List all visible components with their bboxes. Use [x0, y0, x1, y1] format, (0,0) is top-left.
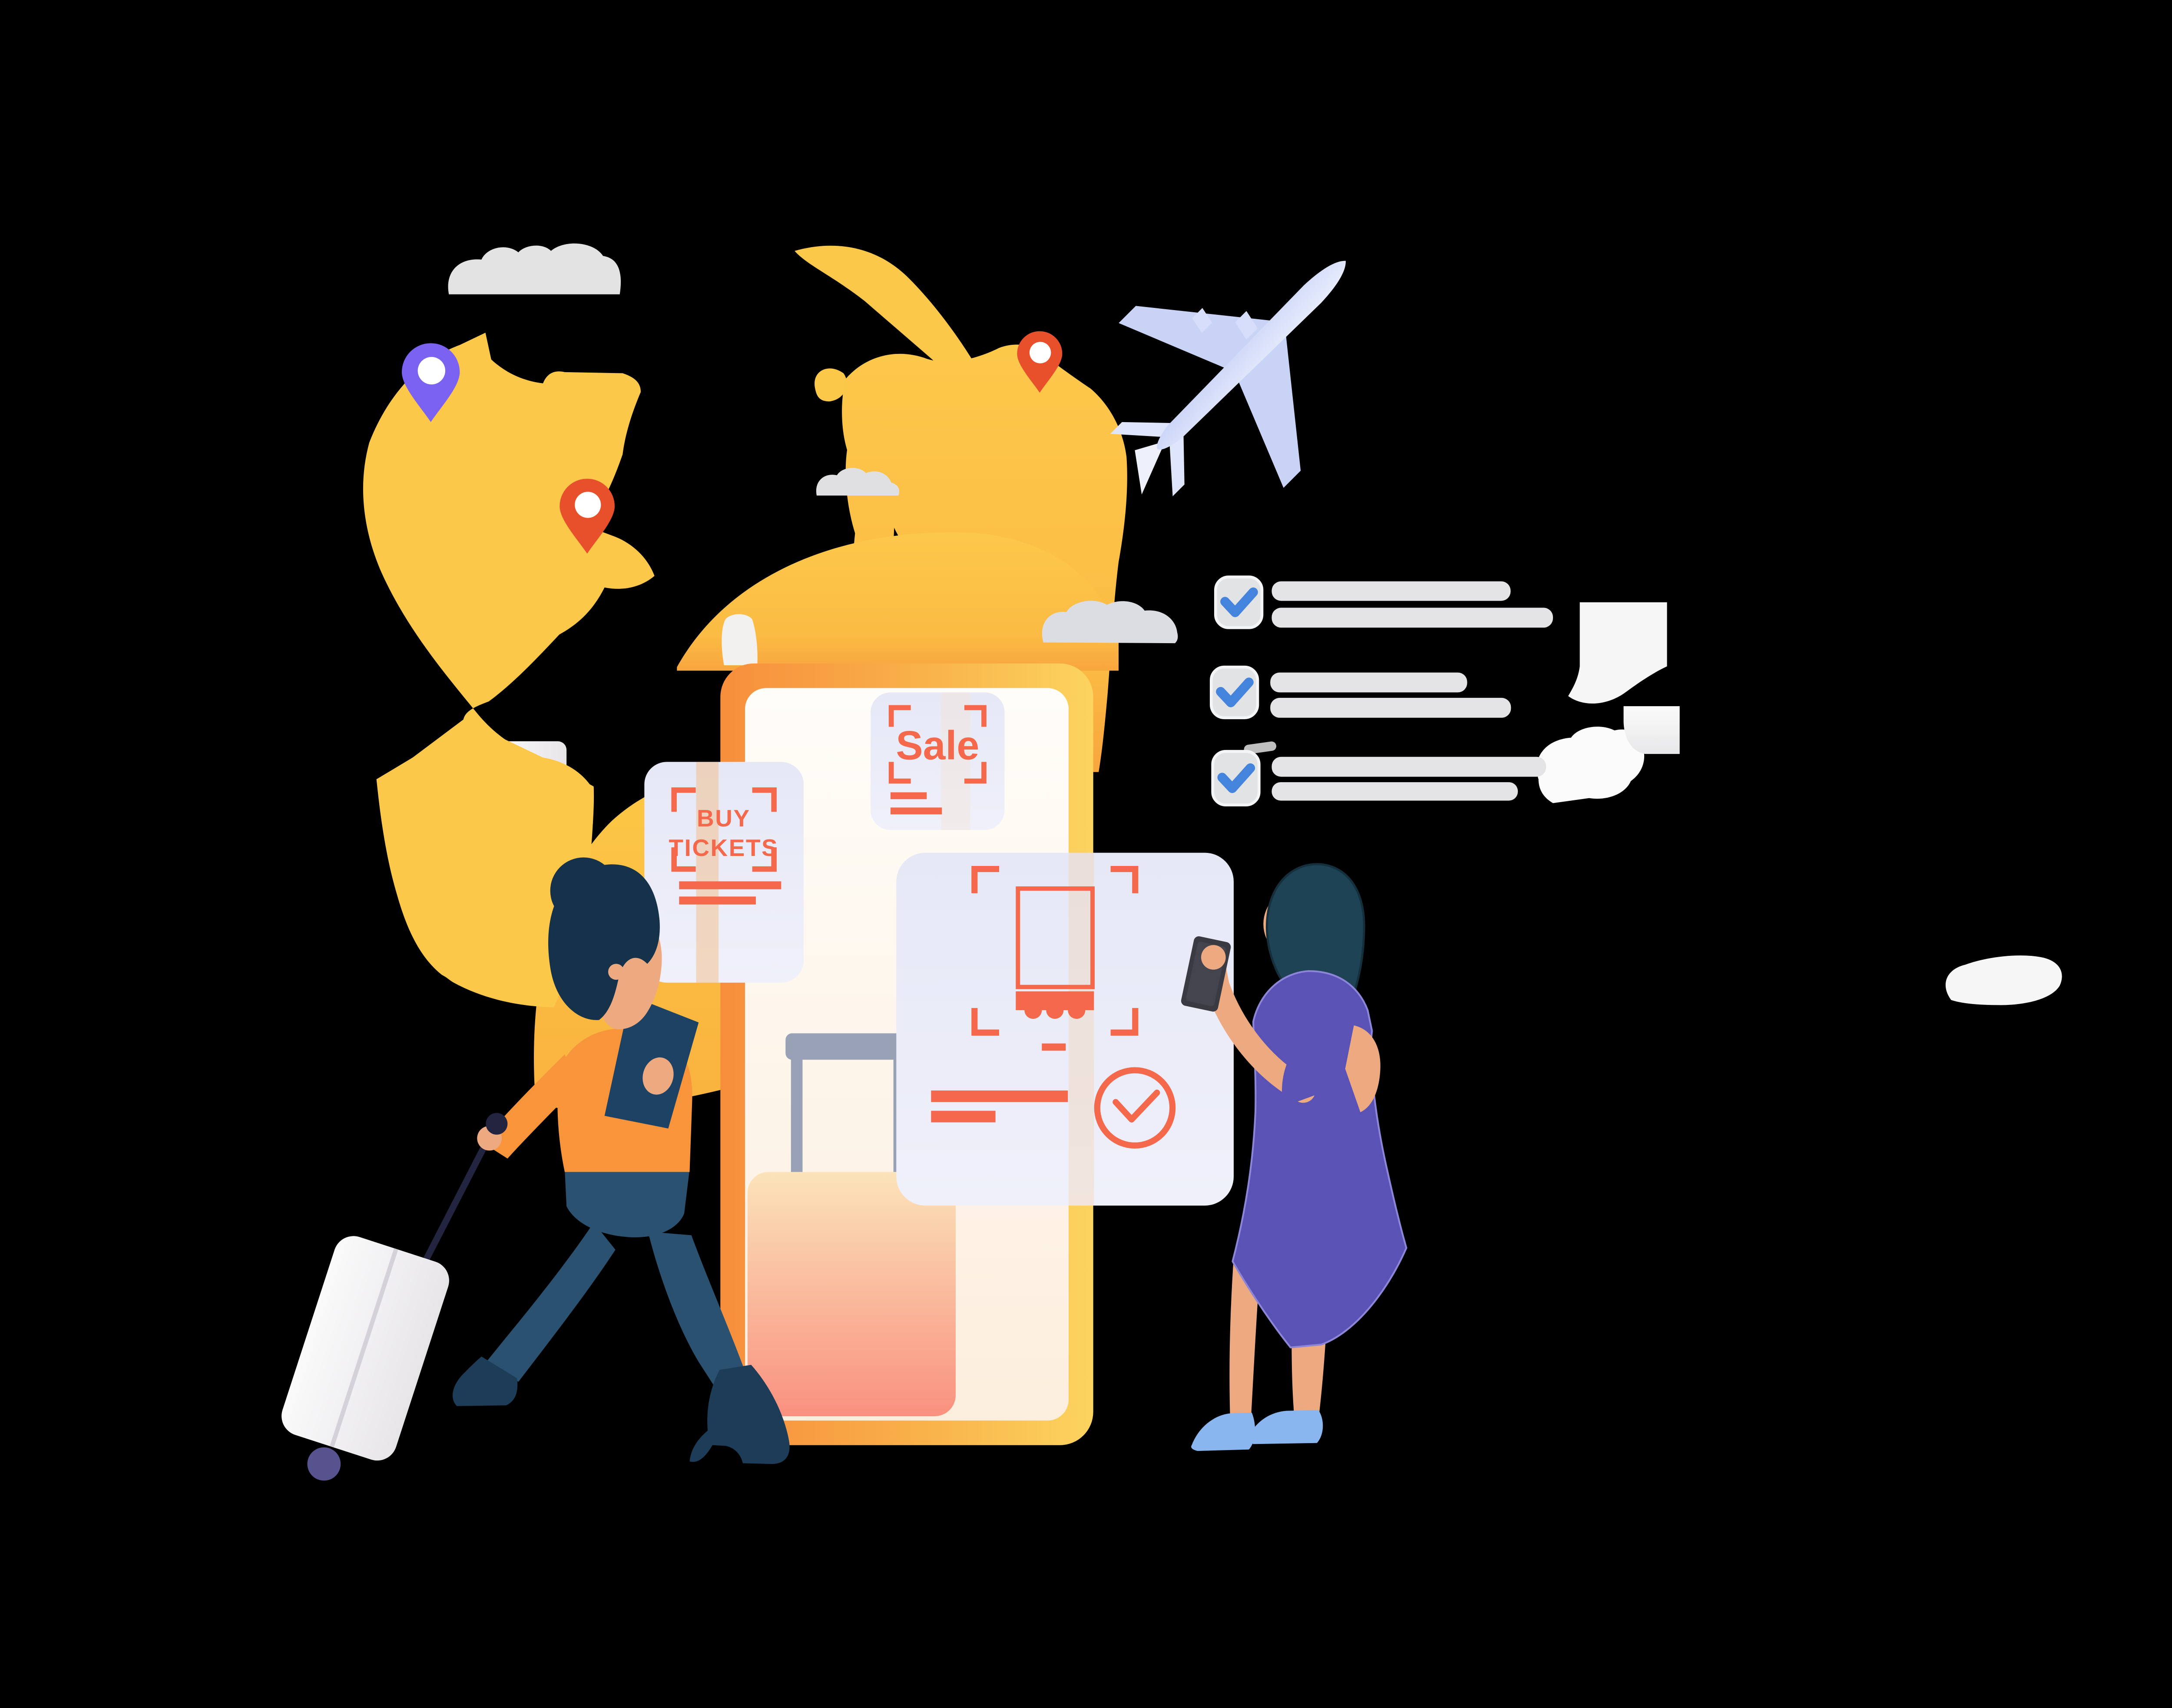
- hair-bun: [550, 857, 617, 924]
- ticket-icon: [1016, 886, 1095, 1019]
- location-pin-red-icon: [1017, 331, 1063, 393]
- buy-tickets-card: BUY TICKETS: [644, 762, 804, 983]
- text-bar: [1271, 782, 1518, 801]
- airplane-icon: [1110, 261, 1346, 496]
- arm-sleeve: [481, 1054, 576, 1159]
- luggage-wheel: [307, 1447, 341, 1481]
- document-icon: [1623, 706, 1680, 754]
- cloud-icon: [1042, 601, 1178, 644]
- checklist: [1210, 575, 1645, 806]
- text-line: [931, 1090, 1068, 1102]
- cloud-icon: [448, 243, 621, 294]
- documents: [1568, 602, 1680, 754]
- checklist-item: [1214, 575, 1553, 629]
- location-pin-purple-icon: [402, 343, 460, 422]
- checkmark-icon: [1220, 587, 1258, 618]
- ticket-card: [896, 852, 1234, 1206]
- ear: [608, 964, 624, 980]
- sale-card: Sale: [871, 692, 1005, 830]
- text-line: [1042, 1043, 1066, 1051]
- cloud-icon: [1945, 955, 2062, 1005]
- frame-showthrough: [696, 762, 719, 983]
- leg-back: [648, 1232, 748, 1388]
- leg-front: [487, 1222, 616, 1382]
- sleeve: [1282, 1021, 1338, 1107]
- woman-walking: [281, 857, 790, 1481]
- cloud-icon: [816, 468, 900, 496]
- text-bar: [1270, 672, 1467, 693]
- landmass-island: [814, 368, 847, 402]
- handle-knob: [486, 1113, 508, 1135]
- checklist-item: [1211, 727, 1645, 806]
- luggage-tag: [722, 614, 758, 665]
- location-pin-red-icon: [560, 479, 615, 554]
- boot-back: [689, 1364, 790, 1464]
- corner-brackets-icon: [671, 787, 777, 872]
- corner-brackets-icon: [888, 705, 987, 784]
- hand-holding-phone: [1201, 945, 1226, 970]
- checkmark-icon: [1217, 763, 1255, 793]
- text-line: [891, 807, 942, 815]
- continent-south-america: [376, 719, 594, 1008]
- boot-front: [452, 1356, 518, 1406]
- text-bar: [1271, 757, 1546, 777]
- text-bar: [1271, 608, 1553, 628]
- leg-right: [1291, 1336, 1326, 1420]
- leg-left: [1229, 1257, 1261, 1417]
- checklist-item: [1210, 665, 1511, 720]
- buy-label-line2: TICKETS: [669, 834, 778, 861]
- document-icon: [1568, 602, 1667, 704]
- arm-side: [1345, 1025, 1381, 1113]
- text-line: [679, 881, 781, 889]
- hand-on-folder: [642, 1057, 674, 1095]
- shoe-left: [1191, 1412, 1255, 1451]
- checkmark-icon: [1216, 677, 1254, 707]
- text-line: [891, 792, 927, 799]
- frame-showthrough: [941, 692, 970, 830]
- buy-label-line1: BUY: [697, 805, 751, 832]
- text-bar: [1270, 697, 1511, 718]
- speech-cloud-icon: [1536, 727, 1645, 803]
- suitcase-icon: [747, 1033, 956, 1417]
- text-line: [679, 896, 756, 905]
- frame-showthrough: [1069, 852, 1094, 1206]
- shoe-right: [1248, 1410, 1323, 1444]
- hips: [565, 1169, 690, 1238]
- clouds: [448, 243, 2062, 1005]
- sale-label: Sale: [896, 723, 979, 768]
- rolling-luggage-icon: [281, 1123, 498, 1481]
- corner-brackets-icon: [971, 866, 1139, 1036]
- text-line: [931, 1110, 996, 1123]
- landmass-strip: [795, 245, 986, 396]
- text-bar: [1271, 581, 1511, 601]
- woman-with-phone: [1181, 863, 1407, 1451]
- check-circle-icon: [1094, 1067, 1176, 1149]
- wisp: [1244, 741, 1277, 754]
- globe-band: [677, 532, 1119, 671]
